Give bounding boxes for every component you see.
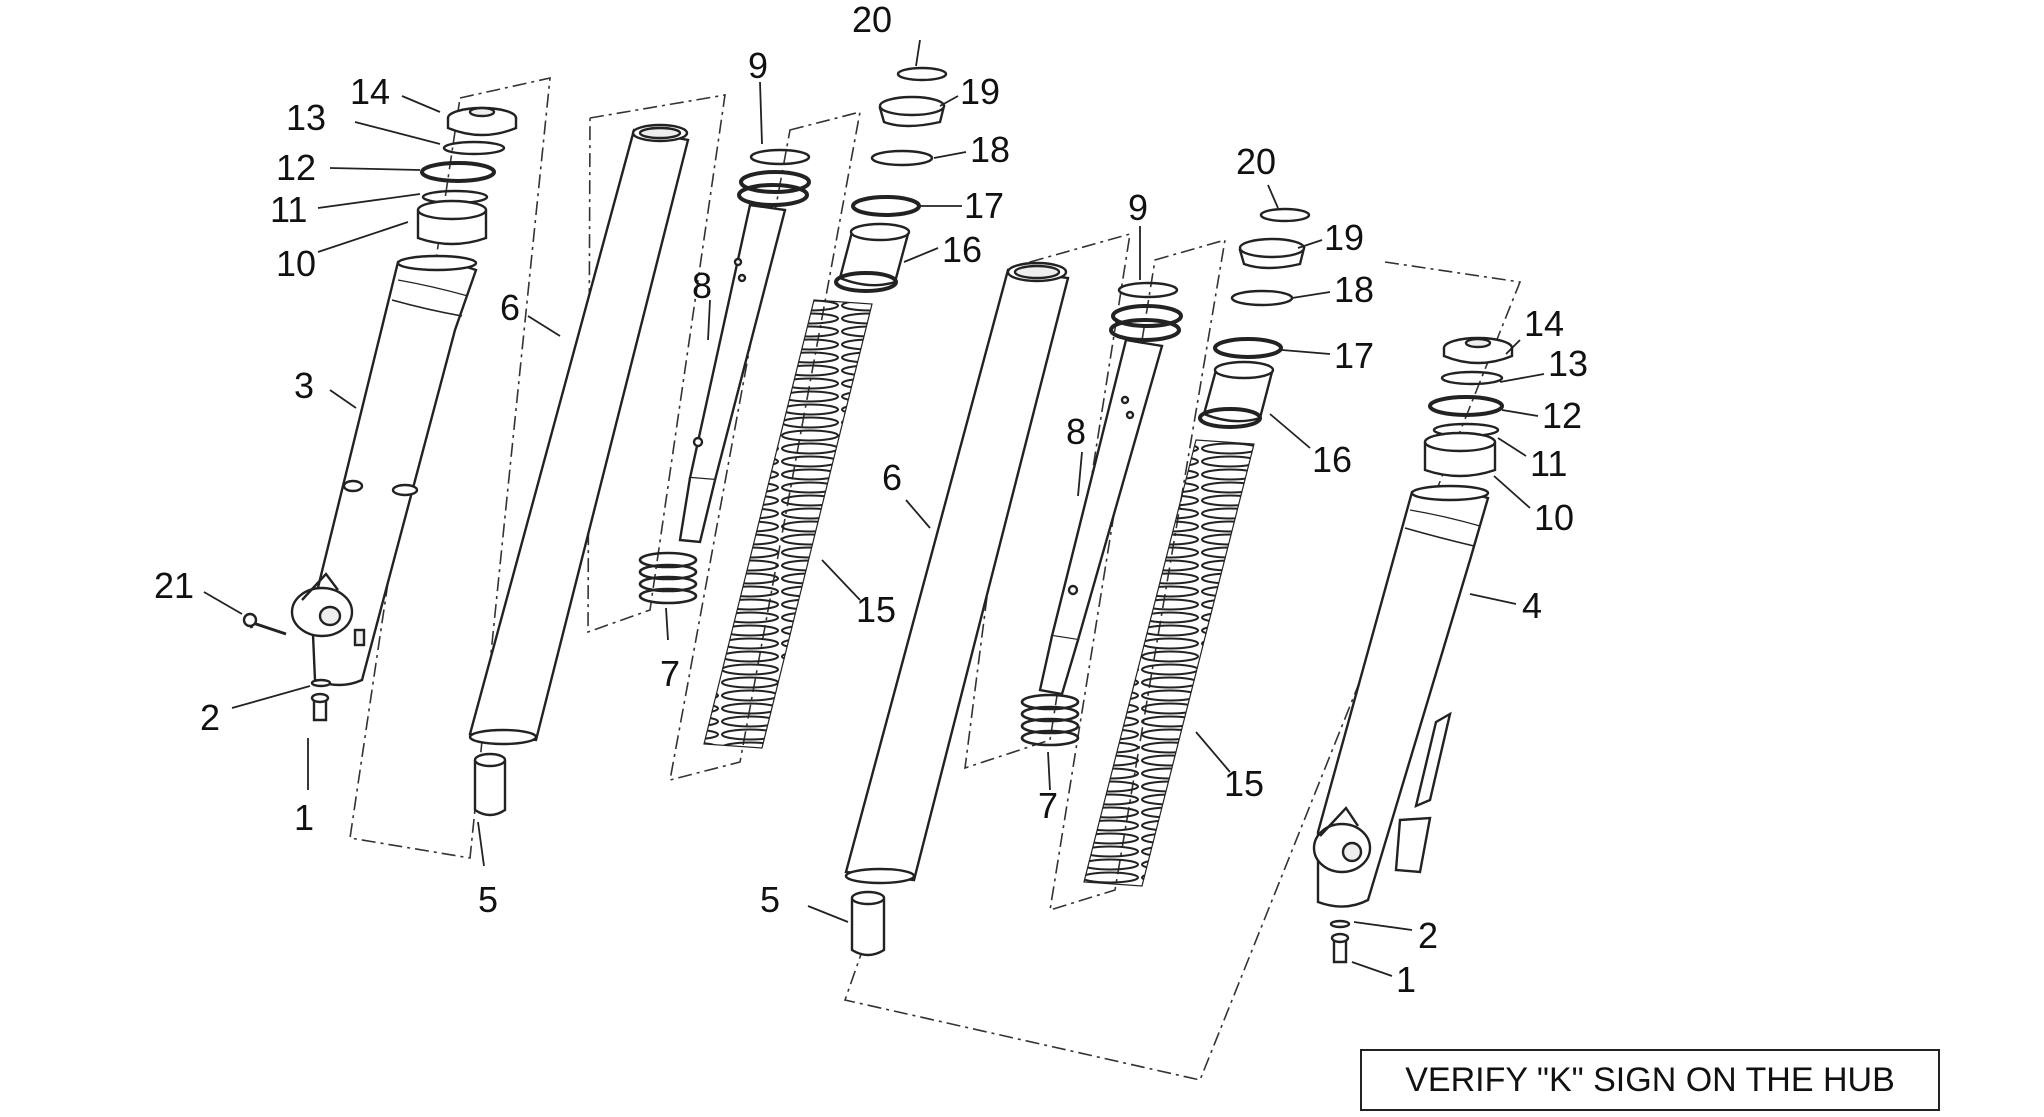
right-damper-rod	[1020, 281, 1183, 747]
left-bush-5	[473, 760, 507, 817]
right-washer-2	[1329, 919, 1351, 929]
callout-10-right: 10	[1534, 497, 1574, 538]
right-ring-12	[1428, 395, 1504, 417]
callout-21: 21	[154, 565, 194, 606]
callout-19-right: 19	[1324, 217, 1364, 258]
right-clip-18	[1230, 289, 1294, 307]
hub-note-text: VERIFY "K" SIGN ON THE HUB	[1405, 1060, 1895, 1099]
callout-6-right: 6	[882, 457, 902, 498]
callout-13-left: 13	[286, 97, 326, 138]
callout-11-right: 11	[1530, 443, 1567, 484]
callout-11-left: 11	[270, 189, 307, 230]
left-oring-17	[851, 195, 921, 217]
callout-15-left: 15	[856, 589, 896, 630]
callout-1-left: 1	[294, 797, 314, 838]
left-stanchion	[468, 123, 690, 817]
callout-9-right: 9	[1128, 187, 1148, 228]
left-clip-20	[896, 66, 948, 82]
left-washer-2	[310, 678, 332, 688]
callout-8-right: 8	[1066, 411, 1086, 452]
callout-16-left: 16	[942, 229, 982, 270]
left-fork-leg	[242, 106, 518, 722]
right-bolt-1	[1332, 938, 1348, 964]
callout-18-right: 18	[1334, 269, 1374, 310]
callout-5-right: 5	[760, 879, 780, 920]
callout-16-right: 16	[1312, 439, 1352, 480]
callout-19-left: 19	[960, 71, 1000, 112]
left-main-spring	[703, 66, 948, 749]
callout-18-left: 18	[970, 129, 1010, 170]
right-tube-6	[844, 268, 1070, 882]
left-rod-8	[688, 203, 787, 482]
right-main-spring	[1083, 207, 1311, 887]
left-ring-9	[749, 148, 811, 166]
callout-20-right: 20	[1236, 141, 1276, 182]
callout-13-right: 13	[1548, 343, 1588, 384]
callout-3: 3	[294, 365, 314, 406]
right-ring-9	[1117, 281, 1179, 299]
right-stanchion	[844, 261, 1070, 957]
right-leg-outline	[843, 261, 1522, 1081]
right-spring-7	[1020, 693, 1080, 747]
callout-17-right: 17	[1334, 335, 1374, 376]
callout-14-left: 14	[350, 71, 390, 112]
right-rod-8	[1050, 338, 1164, 642]
left-ring-13	[442, 140, 506, 156]
callout-12-left: 12	[276, 147, 316, 188]
left-spring-15	[703, 299, 873, 749]
callout-labels: 14 13 12 11 10 3 21 2 1 6 5 9 8 7 20 19 …	[154, 0, 1588, 1000]
callout-15-right: 15	[1224, 763, 1264, 804]
right-spring-outline	[1049, 238, 1227, 912]
right-fender-mount	[1414, 711, 1452, 809]
hub-note-box: VERIFY "K" SIGN ON THE HUB	[1360, 1049, 1940, 1111]
right-bush-5	[850, 898, 886, 957]
left-spring-outline	[668, 110, 862, 782]
callout-17-left: 17	[964, 185, 1004, 226]
callout-7-right: 7	[1038, 785, 1058, 826]
right-spring-15	[1083, 439, 1255, 887]
left-tube-6	[468, 128, 690, 742]
left-damper-rod	[638, 148, 811, 605]
callout-10-left: 10	[276, 243, 316, 284]
right-clip-20	[1259, 207, 1311, 223]
left-clip-18	[870, 149, 934, 167]
left-ring-12	[420, 161, 496, 183]
right-oring-17	[1213, 337, 1283, 359]
right-ring-13	[1440, 370, 1504, 386]
callout-4: 4	[1522, 585, 1542, 626]
callout-2-left: 2	[200, 697, 220, 738]
left-spring-7	[638, 551, 698, 605]
callout-5-left: 5	[478, 879, 498, 920]
callout-9-left: 9	[748, 45, 768, 86]
callout-6-left: 6	[500, 287, 520, 328]
callout-7-left: 7	[660, 653, 680, 694]
callout-2-right: 2	[1418, 915, 1438, 956]
callout-20-left: 20	[852, 0, 892, 40]
leader-lines	[203, 39, 1545, 977]
callout-1-right: 1	[1396, 959, 1416, 1000]
right-axle-hub	[1312, 822, 1372, 874]
right-fork-leg	[1312, 336, 1514, 964]
callout-12-right: 12	[1542, 395, 1582, 436]
callout-8-left: 8	[692, 265, 712, 306]
callout-14-right: 14	[1524, 303, 1564, 344]
